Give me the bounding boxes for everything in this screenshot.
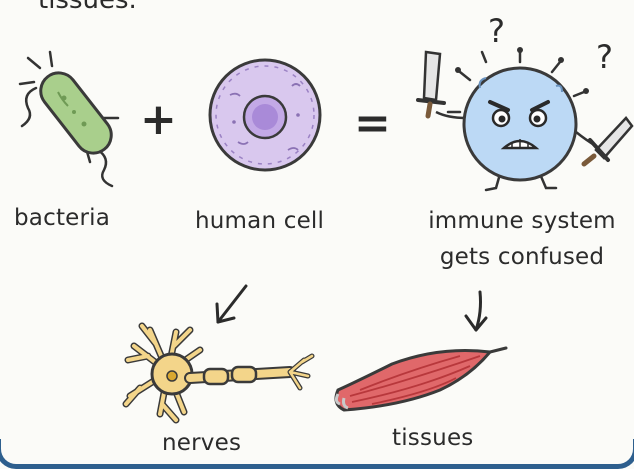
arrow-icon	[217, 286, 246, 322]
panel-frame	[0, 439, 634, 469]
bacteria-icon	[20, 52, 119, 186]
sword-icon	[418, 52, 444, 116]
neuron-icon	[126, 326, 312, 420]
human-cell-label: human cell	[195, 208, 324, 234]
human-cell-icon	[210, 60, 320, 170]
bacteria-label: bacteria	[14, 205, 110, 231]
sword-icon	[584, 118, 632, 164]
plus-operator: +	[140, 94, 177, 145]
question-mark-icon: ?	[596, 38, 613, 76]
arrow-icon	[466, 292, 486, 330]
muscle-tissue-icon	[336, 348, 506, 410]
immune-system-label-line1: immune system	[422, 208, 622, 234]
equals-operator: =	[354, 98, 391, 149]
question-mark-icon: ?	[488, 12, 505, 50]
immune-system-label-line2: gets confused	[422, 244, 622, 270]
caption-fragment: tissues.	[38, 0, 137, 15]
